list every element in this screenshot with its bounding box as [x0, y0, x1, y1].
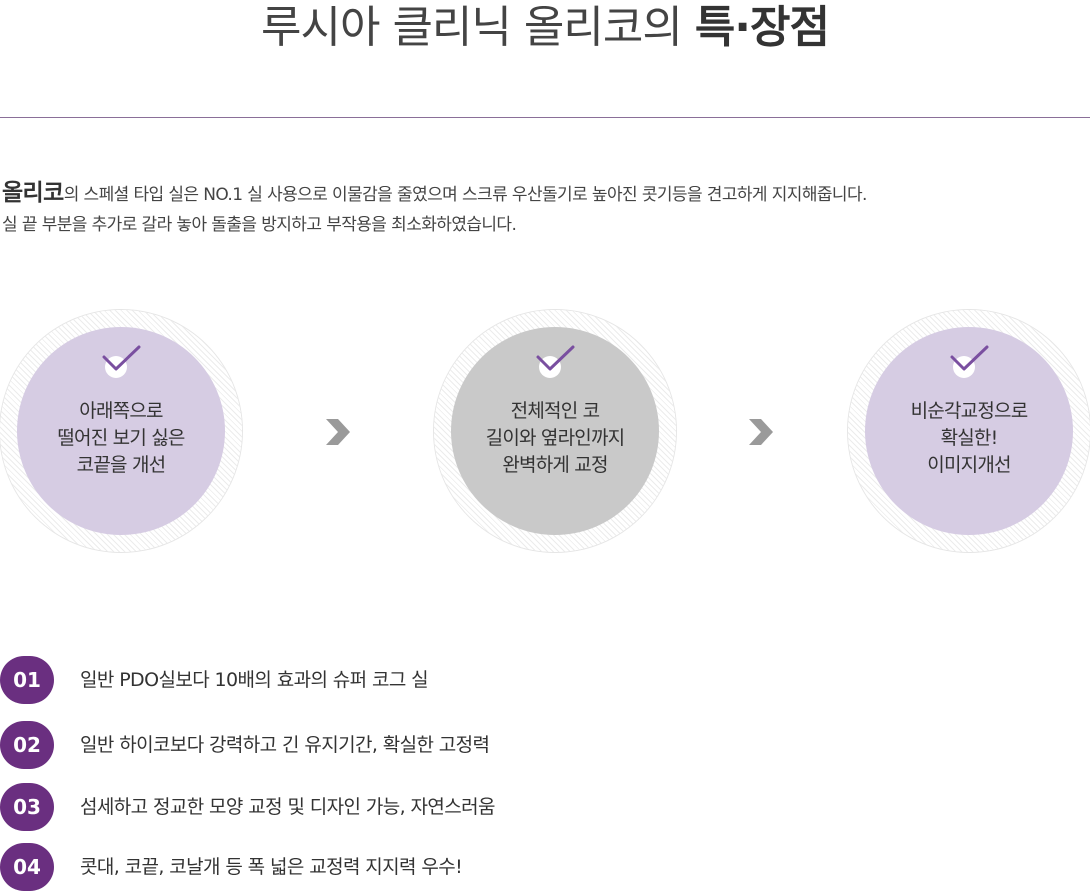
feature-item-2: 02 일반 하이코보다 강력하고 긴 유지기간, 확실한 고정력	[0, 721, 1000, 769]
feature-circle-1: 아래쪽으로 떨어진 보기 싫은 코끝을 개선	[0, 310, 242, 552]
intro-lead: 올리코	[2, 180, 64, 206]
feature-item-4: 04 콧대, 코끝, 코날개 등 폭 넓은 교정력 지지력 우수!	[0, 843, 1000, 891]
intro-line-2: 실 끝 부분을 추가로 갈라 놓아 돌출을 방지하고 부작용을 최소화하였습니다…	[2, 215, 517, 235]
circle-line: 완벽하게 교정	[502, 453, 608, 476]
circle-line: 아래쪽으로	[79, 399, 163, 422]
feature-circle-2: 전체적인 코 길이와 옆라인까지 완벽하게 교정	[434, 310, 676, 552]
chevron-right-icon	[326, 419, 350, 445]
feature-circle-3: 비순각교정으로 확실한! 이미지개선	[848, 310, 1090, 552]
check-icon	[536, 345, 575, 378]
check-icon	[102, 345, 141, 378]
circle-line: 떨어진 보기 싫은	[57, 426, 185, 449]
feature-text: 섬세하고 정교한 모양 교정 및 디자인 가능, 자연스러움	[80, 796, 495, 818]
feature-item-3: 03 섬세하고 정교한 모양 교정 및 디자인 가능, 자연스러움	[0, 783, 1000, 831]
circle-line: 확실한!	[940, 426, 999, 449]
page-title-light: 루시아 클리닉 올리코의	[261, 2, 683, 53]
circle-line: 전체적인 코	[510, 399, 600, 422]
page-title: 루시아 클리닉 올리코의 특·장점	[0, 0, 1090, 56]
feature-number-badge: 02	[0, 721, 54, 769]
feature-number-badge: 03	[0, 783, 54, 831]
check-icon	[950, 345, 989, 378]
feature-circle-2-text: 전체적인 코 길이와 옆라인까지 완벽하게 교정	[486, 398, 625, 479]
circle-line: 비순각교정으로	[910, 399, 1029, 422]
circle-line: 이미지개선	[927, 453, 1011, 476]
feature-text: 일반 PDO실보다 10배의 효과의 슈퍼 코그 실	[80, 669, 429, 691]
feature-number-badge: 01	[0, 656, 54, 704]
feature-text: 콧대, 코끝, 코날개 등 폭 넓은 교정력 지지력 우수!	[80, 856, 463, 878]
title-divider	[0, 117, 1090, 118]
chevron-right-icon	[749, 419, 773, 445]
feature-circle-3-text: 비순각교정으로 확실한! 이미지개선	[910, 398, 1029, 479]
intro-text: 올리코의 스페셜 타입 실은 NO.1 실 사용으로 이물감을 줄였으며 스크류…	[2, 178, 1088, 240]
page-title-bold: 특·장점	[694, 2, 830, 53]
feature-circle-1-text: 아래쪽으로 떨어진 보기 싫은 코끝을 개선	[57, 398, 185, 479]
feature-text: 일반 하이코보다 강력하고 긴 유지기간, 확실한 고정력	[80, 734, 490, 756]
intro-line-1: 의 스페셜 타입 실은 NO.1 실 사용으로 이물감을 줄였으며 스크류 우산…	[63, 185, 868, 205]
circle-line: 코끝을 개선	[76, 453, 166, 476]
feature-item-1: 01 일반 PDO실보다 10배의 효과의 슈퍼 코그 실	[0, 656, 1000, 704]
circle-line: 길이와 옆라인까지	[485, 426, 625, 449]
feature-circle-2-inner: 전체적인 코 길이와 옆라인까지 완벽하게 교정	[451, 327, 659, 535]
feature-number-badge: 04	[0, 843, 54, 891]
